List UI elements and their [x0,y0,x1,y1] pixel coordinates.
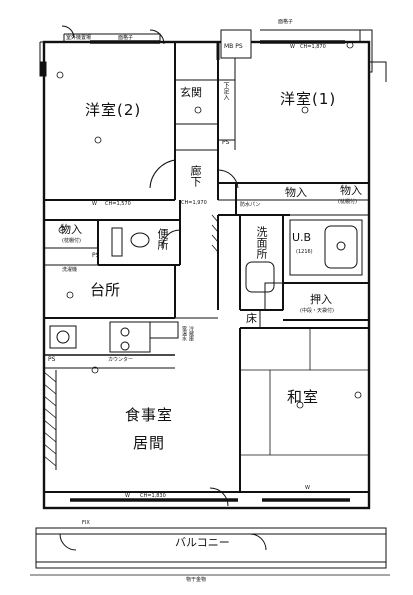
outer-wall [42,40,371,510]
label-mb-ps: MB PS [224,43,243,50]
label-clothes-rail: 物干金物 [186,577,207,583]
room-storage-right2: 物入 [340,184,362,197]
room-washroom: 洗面所 [255,226,268,259]
room-corridor: 廊下 [189,165,202,187]
room-balcony: バルコニー [175,536,230,549]
room-entrance: 玄関 [180,86,202,99]
label-ch-western2: CH=1,570 [105,201,131,207]
label-window-1: W [290,44,295,50]
label-window-4: W [305,485,310,491]
label-counter: カウンター [108,357,134,363]
label-window-2: W [92,201,97,207]
left-column-notch [39,61,47,77]
room-toilet: 便所 [156,228,169,250]
label-lattice-right: 面格子 [278,19,294,25]
label-waterproof-pan: 防水パン [240,202,261,208]
room-storage-left-sub: (枕棚付) [62,238,81,244]
room-living: 居間 [133,434,166,452]
label-elec-tank: 電温水 [181,326,187,341]
label-lattice-left: 面格子 [118,35,134,41]
mb-ps-box [220,29,252,59]
room-storage-left: 物入 [60,223,82,236]
room-shoebox: 下足入 [222,82,229,100]
room-dining: 食事室 [125,406,174,424]
room-japanese: 和室 [287,388,320,406]
room-tokonoma: 床 [246,312,257,325]
label-ps-3: PS [48,356,56,363]
room-storage-right2-sub: (枕棚付) [338,199,357,205]
label-ch-living: CH=1,830 [140,493,166,499]
label-fix: FIX [82,520,90,526]
label-washer: 洗濯機 [62,267,78,273]
room-closet-sub: (中段・天袋付) [300,308,334,314]
room-western2: 洋室(2) [85,101,142,119]
label-fridge: 冷蔵庫 [188,326,194,341]
room-closet: 押入 [310,293,332,306]
room-western1: 洋室(1) [280,90,337,108]
room-unitbath: U.B [292,231,312,244]
top-ledge-left [39,33,161,62]
label-ch-western1: CH=1,870 [300,44,326,50]
top-ledge-right [260,29,373,73]
room-storage-right1: 物入 [285,186,307,199]
room-kitchen: 台所 [90,281,121,299]
right-column [369,61,387,82]
label-window-3: W [125,493,130,499]
room-unitbath-size: (1216) [296,249,313,255]
balcony-outline [35,527,387,569]
label-ch-corridor: CH=1,970 [181,200,207,206]
label-outdoor-unit: 室外機置場 [66,35,92,41]
label-ps-2: PS [92,252,100,259]
label-ps-1: PS [222,139,230,146]
